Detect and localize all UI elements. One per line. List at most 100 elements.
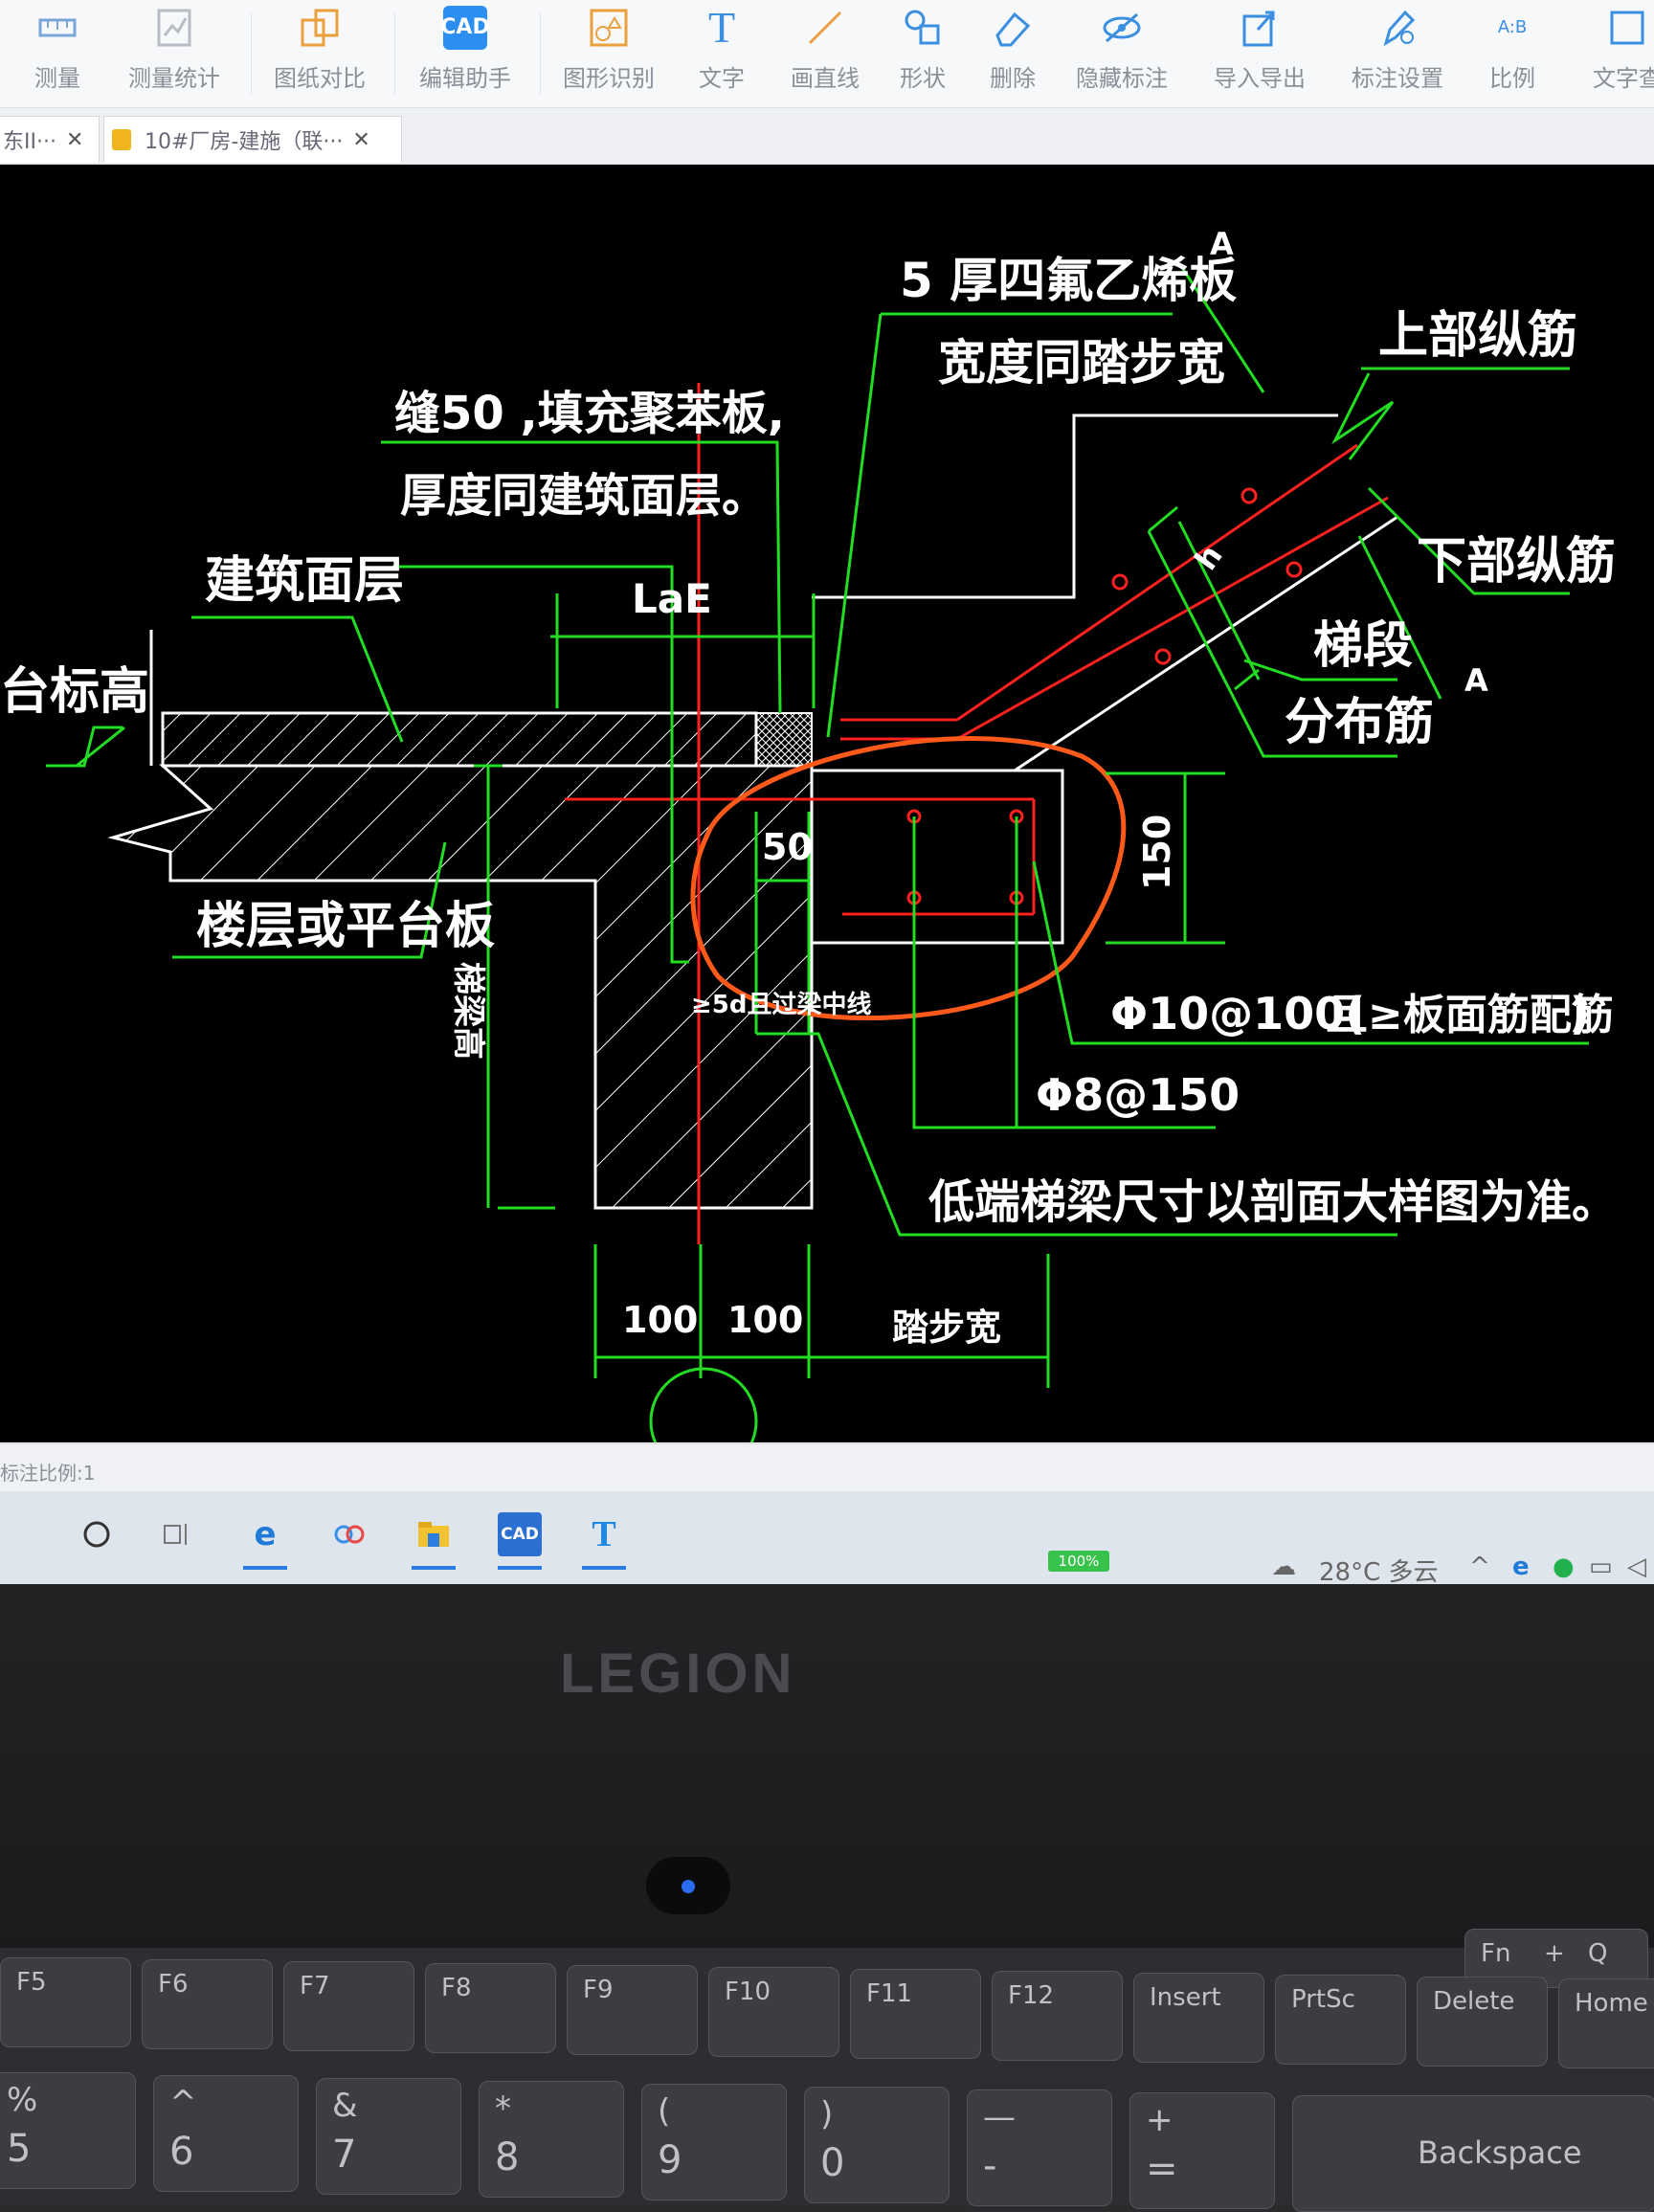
- tray-volume-icon[interactable]: ◁: [1627, 1553, 1646, 1581]
- key-f11: F11: [850, 1969, 981, 2059]
- label-gap-2: 厚度同建筑面层。: [400, 469, 768, 523]
- stair-beam-detail-drawing: 5 厚四氟乙烯板 宽度同踏步宽 A A 上部纵筋 下部纵筋 梯段 分布筋 h 缝…: [0, 226, 1618, 1476]
- tab-document-2[interactable]: 10#厂房-建施（联··· ✕: [103, 116, 402, 163]
- label-section-a-top: A: [1210, 226, 1234, 262]
- import-export-icon: [1238, 6, 1282, 50]
- network-app-icon[interactable]: [327, 1512, 371, 1556]
- label-phi10: Φ10@100(: [1110, 988, 1365, 1039]
- label-phi8: Φ8@150: [1036, 1069, 1240, 1121]
- key-equals: +=: [1129, 2092, 1275, 2209]
- dim-100-left: 100: [622, 1299, 698, 1341]
- tool-compare[interactable]: 图纸对比: [274, 6, 366, 101]
- text-search-icon: [1605, 6, 1649, 50]
- label-dim-50: 50: [762, 826, 813, 868]
- task-view-icon[interactable]: [155, 1512, 199, 1556]
- label-dist-rebar: 分布筋: [1285, 694, 1434, 751]
- tool-delete[interactable]: 删除: [990, 6, 1036, 101]
- tool-measure-stats[interactable]: 测量统计: [128, 6, 220, 101]
- label-beam-height: 梯梁高: [449, 962, 487, 1060]
- tool-measure[interactable]: 测量: [34, 6, 80, 101]
- foam-fill: [755, 712, 813, 767]
- dim-tread-width: 踏步宽: [892, 1307, 1001, 1349]
- label-elevation: 台标高: [0, 663, 149, 721]
- text-icon: T: [707, 3, 736, 52]
- cad-viewer-app-icon[interactable]: CAD: [498, 1512, 542, 1570]
- weather-icon: ☁: [1271, 1553, 1296, 1581]
- tray-expand-icon[interactable]: ^: [1469, 1553, 1490, 1581]
- label-gap-1: 缝50 ,填充聚苯板,: [394, 387, 785, 440]
- toolbar-divider: [540, 13, 541, 94]
- text-app-icon[interactable]: T: [582, 1512, 626, 1570]
- slab-and-beam: [107, 764, 814, 1210]
- tool-shape[interactable]: 形状: [900, 6, 946, 101]
- battery-indicator[interactable]: 100%: [1048, 1551, 1109, 1572]
- key-insert: Insert: [1133, 1973, 1264, 2063]
- key-f6: F6: [142, 1959, 273, 2049]
- label-slab: 楼层或平台板: [196, 898, 495, 955]
- label-ptfe-1: 5 厚四氟乙烯板: [900, 253, 1237, 308]
- label-h: h: [1187, 538, 1229, 576]
- document-tab-bar: 东II··· ✕ 10#厂房-建施（联··· ✕: [0, 108, 1654, 165]
- cortana-search-icon[interactable]: [75, 1512, 119, 1556]
- line-icon: [803, 6, 847, 50]
- scale-icon: A:B: [1497, 17, 1528, 37]
- tray-edge-icon[interactable]: e: [1512, 1553, 1530, 1581]
- tray-network-icon[interactable]: ▭: [1589, 1553, 1613, 1581]
- eraser-icon: [991, 6, 1035, 50]
- tool-hide-annotation[interactable]: 隐藏标注: [1076, 6, 1168, 101]
- laptop-bezel: [0, 1584, 1654, 1948]
- tray-app-icon[interactable]: ●: [1553, 1553, 1575, 1581]
- label-note: 低端梯梁尺寸以剖面大样图为准。: [928, 1175, 1618, 1229]
- leader-lines: [46, 262, 1589, 1476]
- ribbon-toolbar: 测量 测量统计 图纸对比 CAD 编辑助手 图形识别 T: [0, 0, 1654, 108]
- stair-step-outline: [812, 413, 1338, 599]
- key-minus: —-: [967, 2089, 1112, 2206]
- windows-taskbar: e CAD T: [0, 1491, 1654, 1584]
- close-icon[interactable]: ✕: [352, 127, 370, 152]
- measure-stats-icon: [152, 6, 196, 50]
- weather-text[interactable]: 28°C 多云: [1319, 1558, 1439, 1584]
- close-icon[interactable]: ✕: [65, 127, 84, 152]
- label-stair-segment: 梯段: [1313, 617, 1413, 675]
- status-bar: 标注比例:1: [0, 1443, 1654, 1492]
- low-beam-box: [810, 769, 1064, 945]
- rebar-dots: [906, 487, 1303, 905]
- drawing-canvas[interactable]: 5 厚四氟乙烯板 宽度同踏步宽 A A 上部纵筋 下部纵筋 梯段 分布筋 h 缝…: [0, 165, 1654, 1476]
- key-7: &7: [316, 2078, 461, 2195]
- label-lower-rebar: 下部纵筋: [1417, 533, 1616, 591]
- key-f8: F8: [425, 1963, 556, 2053]
- file-explorer-icon[interactable]: [412, 1512, 456, 1570]
- tool-shape-recognition[interactable]: 图形识别: [563, 6, 655, 101]
- label-5d: ≥5d且过梁中线: [691, 991, 872, 1019]
- label-section-a-bottom: A: [1464, 662, 1488, 699]
- compare-icon: [298, 6, 342, 50]
- key-9: (9: [641, 2084, 787, 2201]
- tool-annotation-settings[interactable]: 标注设置: [1352, 6, 1443, 101]
- tool-import-export[interactable]: 导入导出: [1214, 6, 1306, 101]
- key-delete: Delete: [1417, 1977, 1548, 2067]
- key-f10: F10: [708, 1967, 839, 2057]
- label-dim-150: 150: [1136, 815, 1178, 890]
- webcam-light: [682, 1880, 695, 1893]
- monitor-screen: 测量 测量统计 图纸对比 CAD 编辑助手 图形识别 T: [0, 0, 1654, 1584]
- tool-scale[interactable]: A:B 比例: [1489, 6, 1535, 101]
- toolbar-divider: [251, 13, 252, 94]
- label-finish-layer: 建筑面层: [205, 552, 404, 610]
- edge-browser-icon[interactable]: e: [243, 1512, 287, 1570]
- key-0: )0: [804, 2087, 950, 2203]
- label-ptfe-2: 宽度同踏步宽: [938, 335, 1225, 391]
- finish-layer: [161, 711, 758, 768]
- tool-text-search[interactable]: 文字查: [1593, 6, 1654, 101]
- toolbar-divider: [394, 13, 395, 94]
- key-f5: F5: [0, 1957, 131, 2047]
- label-phi10b: 且≥板面筋配筋: [1326, 991, 1614, 1039]
- label-paren: ): [1570, 988, 1590, 1039]
- tool-text[interactable]: T 文字: [699, 3, 745, 93]
- tool-edit-assistant[interactable]: CAD 编辑助手: [419, 6, 511, 101]
- dim-100-right: 100: [727, 1299, 803, 1341]
- scale-status-text: 标注比例:1: [0, 1462, 96, 1485]
- tool-draw-line[interactable]: 画直线: [791, 6, 860, 101]
- key-6: ^6: [153, 2075, 299, 2192]
- key-backspace: Backspace: [1292, 2095, 1654, 2212]
- tab-document-1[interactable]: 东II··· ✕: [0, 116, 100, 163]
